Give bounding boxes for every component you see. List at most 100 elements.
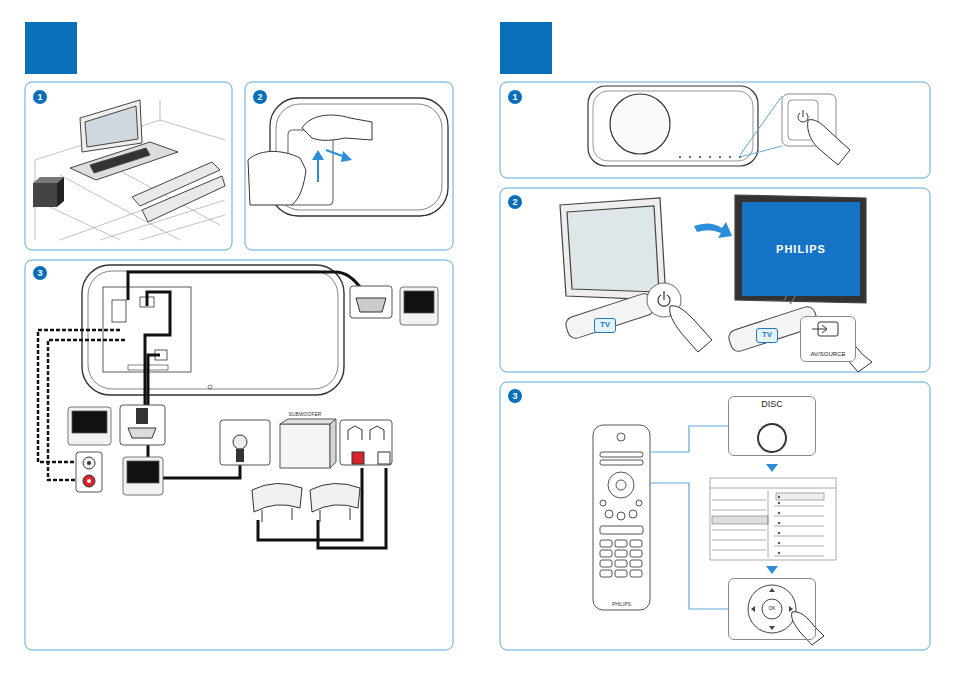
hand bbox=[792, 612, 824, 645]
panel-frame bbox=[25, 82, 930, 650]
panel-frame bbox=[245, 82, 453, 250]
menu-screen bbox=[710, 478, 836, 560]
option-dot bbox=[778, 502, 780, 504]
device-box: SUBWOOFER bbox=[276, 409, 334, 471]
zoom-leader bbox=[740, 96, 782, 157]
room-scene bbox=[35, 100, 225, 240]
nav-ring bbox=[748, 585, 796, 633]
remote bbox=[600, 452, 643, 457]
unit-rear bbox=[88, 271, 338, 389]
remote bbox=[605, 510, 613, 518]
room-scene bbox=[35, 100, 225, 240]
step-arrow bbox=[766, 464, 778, 472]
remote bbox=[615, 570, 627, 577]
audio-jack bbox=[87, 461, 91, 465]
remote bbox=[615, 550, 627, 557]
nav-arrow bbox=[751, 588, 793, 630]
remote bbox=[636, 500, 642, 506]
hand bbox=[302, 115, 372, 140]
remote bbox=[608, 472, 634, 498]
hand bbox=[670, 306, 712, 352]
button-dot bbox=[719, 156, 721, 158]
motion-arrow bbox=[317, 158, 319, 182]
scart-plug bbox=[350, 286, 392, 318]
nav-arrow bbox=[789, 606, 793, 612]
source-button bbox=[800, 316, 856, 362]
callout-circle bbox=[33, 266, 47, 280]
leader-line bbox=[650, 426, 728, 452]
audio-cable bbox=[48, 340, 125, 480]
callout-number: 2 bbox=[253, 90, 267, 104]
option-dot bbox=[778, 542, 780, 544]
antenna-socket bbox=[220, 420, 270, 465]
hand bbox=[248, 151, 306, 205]
tv-badge: TV bbox=[756, 328, 778, 343]
node-text: SUBWOOFER bbox=[289, 412, 322, 418]
tv-icon bbox=[127, 461, 159, 483]
source-button bbox=[812, 325, 827, 333]
node-text: OK bbox=[768, 606, 775, 612]
menu-screen bbox=[710, 478, 836, 560]
hdmi-plug bbox=[128, 428, 156, 438]
remote bbox=[564, 292, 656, 341]
audio-jack bbox=[83, 457, 95, 469]
zoom-leader bbox=[740, 96, 782, 157]
unit-front bbox=[588, 86, 758, 166]
node-text: DISC bbox=[761, 400, 783, 410]
unit-front bbox=[610, 94, 670, 154]
tv-icon bbox=[404, 291, 434, 313]
remote bbox=[600, 570, 612, 577]
audio-jack bbox=[76, 452, 102, 492]
callout-circle bbox=[253, 90, 267, 104]
transition-arrow bbox=[694, 222, 732, 238]
callout-circle bbox=[508, 389, 522, 403]
speaker bbox=[262, 508, 350, 522]
button-dot bbox=[709, 156, 711, 158]
remote bbox=[629, 510, 637, 518]
tv-set bbox=[70, 100, 178, 180]
tv-icon bbox=[400, 287, 438, 325]
hdmi-plug bbox=[120, 405, 165, 445]
option-dot bbox=[778, 512, 780, 514]
callout-number: 1 bbox=[33, 90, 47, 104]
subwoofer-cube bbox=[33, 177, 64, 207]
hdmi-plug bbox=[120, 405, 165, 445]
tv-icon bbox=[68, 407, 111, 445]
hand bbox=[248, 115, 372, 205]
unit-rear bbox=[82, 265, 344, 395]
speaker-socket bbox=[340, 420, 392, 465]
subwoofer-cube bbox=[33, 183, 57, 207]
tv-icon bbox=[68, 287, 438, 495]
remote bbox=[600, 560, 612, 567]
remote bbox=[600, 526, 643, 534]
audio-jack bbox=[83, 475, 95, 487]
step-arrow bbox=[766, 566, 778, 574]
motion-arrow bbox=[312, 150, 324, 160]
node-text: TV bbox=[762, 331, 772, 340]
power-zoom bbox=[798, 110, 808, 122]
subwoofer-cube bbox=[57, 177, 64, 207]
tv-set bbox=[560, 195, 866, 303]
disc-button bbox=[758, 424, 786, 452]
speaker bbox=[310, 483, 360, 512]
unit-rear bbox=[82, 265, 344, 395]
hand bbox=[792, 612, 824, 645]
speaker bbox=[252, 483, 360, 522]
callout-number: 3 bbox=[33, 266, 47, 280]
subwoofer-box bbox=[280, 419, 336, 468]
nav-ring bbox=[748, 585, 796, 633]
tv-set bbox=[567, 206, 659, 292]
subwoofer-box bbox=[330, 419, 336, 468]
speaker-socket bbox=[340, 420, 392, 465]
cable bbox=[128, 272, 386, 548]
nav-arrow bbox=[751, 606, 755, 612]
tv-set bbox=[90, 148, 150, 173]
remote bbox=[600, 540, 612, 547]
antenna-socket bbox=[233, 435, 247, 449]
speaker-socket bbox=[352, 452, 364, 464]
node-text: PHILIPS bbox=[776, 243, 826, 255]
soundbar-back bbox=[276, 104, 442, 210]
remote bbox=[630, 560, 642, 567]
